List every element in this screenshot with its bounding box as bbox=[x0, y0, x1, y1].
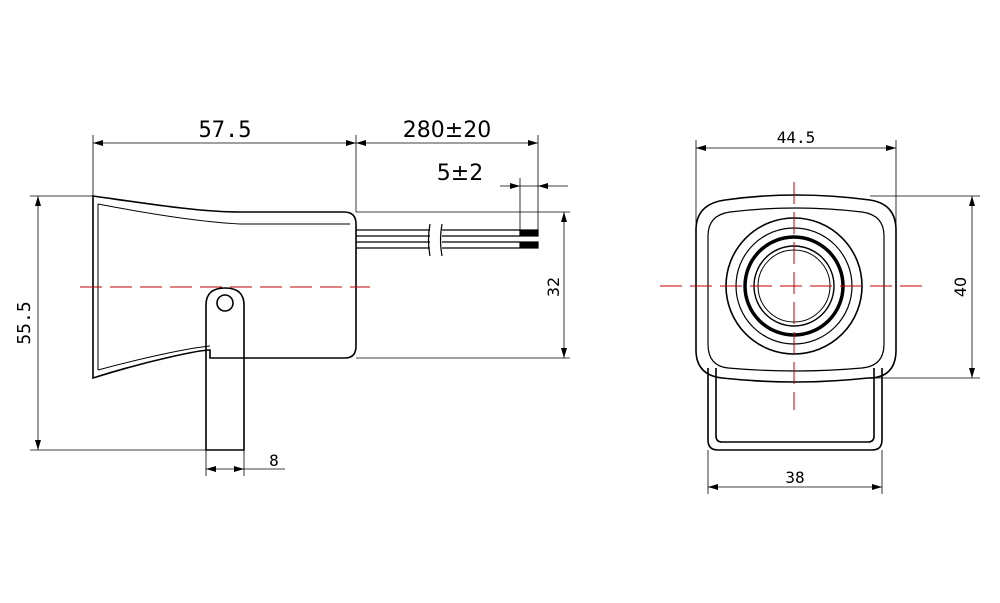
dim-front-height: 40 bbox=[951, 277, 970, 297]
horn-inner-line bbox=[97, 203, 350, 225]
dim-front-bracket-width: 38 bbox=[785, 468, 804, 487]
side-view-dimensions bbox=[30, 135, 570, 476]
mounting-bracket bbox=[205, 287, 245, 451]
horn-body-outline bbox=[92, 195, 357, 380]
horn-inner-line-bottom bbox=[97, 345, 211, 371]
dim-total-length: 57.5 bbox=[199, 118, 252, 143]
dim-overall-height: 55.5 bbox=[14, 301, 35, 344]
lead-wires bbox=[356, 223, 539, 257]
front-view-arrows bbox=[696, 145, 975, 490]
front-view bbox=[695, 194, 897, 451]
front-view-dimensions bbox=[695, 140, 980, 494]
front-inner-body bbox=[707, 207, 885, 372]
dim-front-width: 44.5 bbox=[777, 128, 816, 147]
front-centerlines bbox=[660, 182, 930, 410]
dim-body-height: 32 bbox=[544, 277, 563, 297]
front-bracket bbox=[707, 368, 883, 451]
side-view bbox=[92, 195, 539, 451]
bracket-hole bbox=[216, 294, 234, 312]
dim-bracket-width: 8 bbox=[269, 451, 279, 470]
dim-lead-length: 280±20 bbox=[403, 118, 491, 143]
front-bracket-inner bbox=[715, 368, 875, 443]
dim-strip-length: 5±2 bbox=[437, 161, 483, 186]
front-outer-body bbox=[695, 194, 897, 383]
side-view-arrows bbox=[35, 140, 567, 472]
